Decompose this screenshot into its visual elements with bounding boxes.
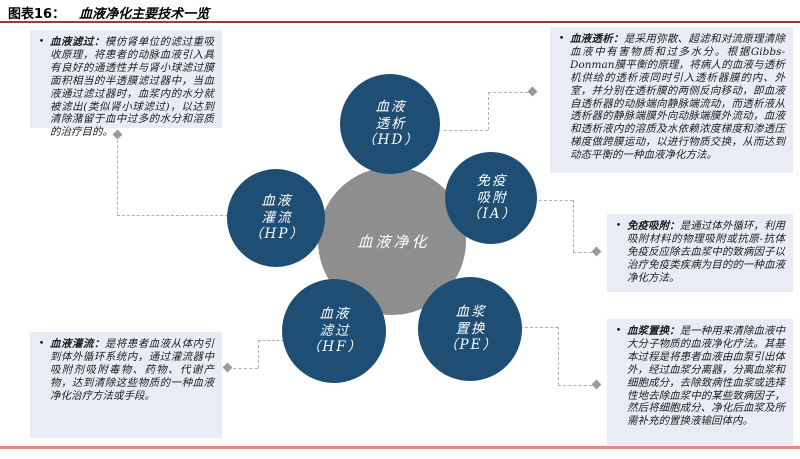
node-label-line: 血液: [319, 306, 351, 323]
connector-segment: [528, 200, 573, 201]
node-label-line: 置换: [455, 320, 487, 337]
node-hemoperfusion: 血液 灌流 （HP）: [227, 169, 325, 267]
note-desc: 是采用弥散、超滤和对流原理清除血液中有害物质和过多水分。根据Gibbs-Donm…: [570, 33, 786, 162]
note-desc: 模仿肾单位的滤过重吸收原理，将患者的动脉血液引入具有良好的通透性并与肾小球滤过膜…: [50, 36, 215, 139]
note-term: 免疫吸附：: [627, 220, 680, 232]
connector-segment: [558, 385, 592, 386]
node-label-line: 免疫: [476, 173, 508, 190]
connector-segment: [258, 340, 284, 341]
bullet-icon: •: [558, 34, 565, 44]
node-label-line: 血液: [375, 99, 407, 116]
connector-segment: [258, 340, 259, 368]
arrow-diamond-icon: [591, 246, 602, 257]
note-box-hemoperfusion: • 血液灌流：是将患者血液从体内引到体外循环系统内，通过灌流器中吸附剂吸附毒物、…: [30, 332, 222, 438]
connector-segment: [117, 215, 228, 216]
node-hemofiltration: 血液 滤过 （HF）: [282, 279, 386, 383]
note-box-immunoadsorption: • 免疫吸附：是通过体外循环，利用吸附材料的物理吸附或抗原-抗体免疫反应除去血浆…: [607, 214, 793, 292]
connector-segment: [573, 200, 574, 252]
figure-label: 图表16：: [8, 7, 66, 22]
note-desc: 是通过体外循环，利用吸附材料的物理吸附或抗原-抗体免疫反应除去血浆中的致病因子以…: [627, 220, 786, 284]
connector-segment: [558, 327, 559, 385]
bullet-icon: •: [38, 339, 45, 349]
note-term: 血液灌流：: [50, 338, 105, 350]
note-box-hemofiltration: • 血液滤过：模仿肾单位的滤过重吸收原理，将患者的动脉血液引入具有良好的通透性并…: [30, 30, 222, 138]
note-box-plasma-exchange: • 血浆置换：是一种用来清除血液中大分子物质的血液净化疗法。其基本过程是将患者血…: [607, 319, 793, 445]
arrow-diamond-icon: [591, 379, 602, 390]
arrow-diamond-icon: [527, 86, 538, 97]
note-desc: 是一种用来清除血液中大分子物质的血液净化疗法。其基本过程是将患者血液由血泵引出体…: [627, 325, 786, 428]
node-plasma-exchange: 血浆 置换 （PE）: [418, 277, 522, 381]
figure-title: 血液净化主要技术一览: [79, 7, 210, 22]
connector-segment: [488, 92, 489, 130]
note-text: 血液滤过：模仿肾单位的滤过重吸收原理，将患者的动脉血液引入具有良好的通透性并与肾…: [50, 36, 214, 138]
arrow-diamond-icon: [112, 129, 123, 140]
node-label-line: （HF）: [306, 339, 364, 356]
node-hemodialysis: 血液 透析 （HD）: [340, 74, 440, 174]
title-rule-divider: [0, 21, 800, 23]
note-text: 免疫吸附：是通过体外循环，利用吸附材料的物理吸附或抗原-抗体免疫反应除去血浆中的…: [627, 220, 785, 286]
connector-segment: [444, 130, 488, 131]
connector-segment: [233, 368, 258, 369]
node-immunoadsorption: 免疫 吸附 （IA）: [445, 152, 537, 244]
connector-segment: [573, 252, 592, 253]
arrow-diamond-icon: [222, 362, 233, 373]
note-box-hemodialysis: • 血液透析：是采用弥散、超滤和对流原理清除血液中有害物质和过多水分。根据Gib…: [550, 27, 793, 173]
note-term: 血浆置换：: [627, 325, 680, 337]
note-term: 血液滤过：: [50, 36, 105, 48]
node-label-line: （IA）: [466, 206, 518, 223]
figure-header: 图表16： 血液净化主要技术一览: [8, 3, 209, 22]
connector-segment: [488, 92, 528, 93]
node-label-line: 血浆: [455, 304, 487, 321]
node-label-line: （HD）: [362, 132, 420, 149]
note-text: 血液透析：是采用弥散、超滤和对流原理清除血液中有害物质和过多水分。根据Gibbs…: [570, 33, 785, 167]
bullet-icon: •: [38, 37, 45, 47]
node-label-line: 吸附: [476, 189, 508, 206]
connector-segment: [520, 327, 558, 328]
node-label-line: 灌流: [261, 209, 293, 226]
connector-segment: [117, 140, 118, 215]
bullet-icon: •: [615, 326, 622, 336]
note-term: 血液透析：: [570, 33, 624, 45]
footer-rule-divider: [0, 446, 800, 449]
node-label-line: （HP）: [249, 226, 305, 243]
center-node-label: 血液净化: [357, 232, 430, 251]
node-label-line: 血液: [261, 193, 293, 210]
note-desc: 是将患者血液从体内引到体外循环系统内，通过灌流器中吸附剂吸附毒物、药物、代谢产物…: [50, 338, 215, 402]
note-text: 血液灌流：是将患者血液从体内引到体外循环系统内，通过灌流器中吸附剂吸附毒物、药物…: [50, 338, 214, 432]
node-label-line: 透析: [375, 115, 407, 132]
note-text: 血浆置换：是一种用来清除血液中大分子物质的血液净化疗法。其基本过程是将患者血液由…: [627, 325, 785, 439]
node-label-line: 滤过: [319, 322, 351, 339]
node-label-line: （PE）: [444, 337, 498, 354]
bullet-icon: •: [615, 221, 622, 231]
